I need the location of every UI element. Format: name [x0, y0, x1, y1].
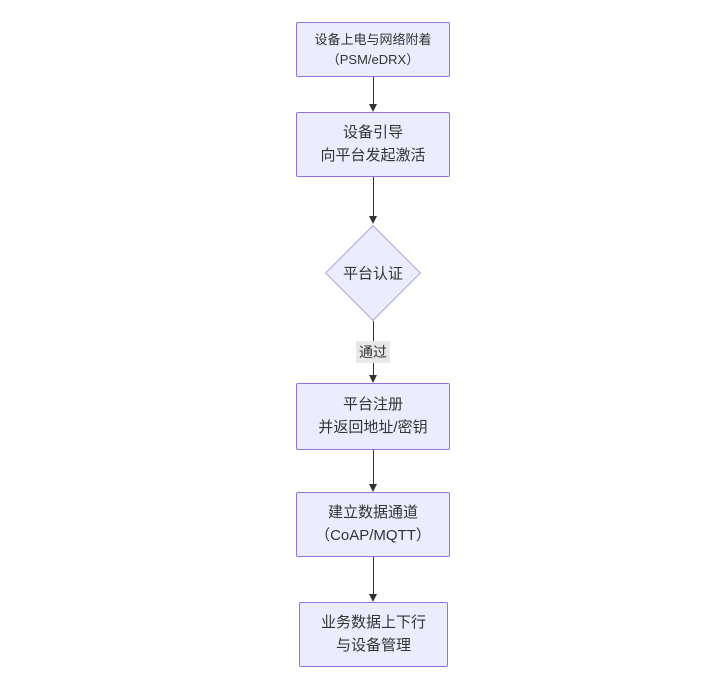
node-text-line: 建立数据通道 — [327, 504, 418, 521]
arrowhead-icon — [368, 216, 377, 224]
node-text-line: 平台注册 — [342, 396, 403, 413]
node-text-line: 并返回地址/密钥 — [318, 418, 428, 436]
decision-platform-auth: 平台认证 — [323, 224, 423, 321]
node-text-line: （CoAP/MQTT） — [315, 526, 431, 544]
node-text-line: （PSM/eDRX） — [326, 51, 420, 67]
arrowhead-icon — [368, 594, 377, 602]
edge-label-pass: 通过 — [356, 341, 390, 363]
node-power-network-attach: 设备上电与网络附着 （PSM/eDRX） — [296, 22, 450, 77]
node-platform-register: 平台注册 并返回地址/密钥 — [296, 383, 450, 450]
node-text-line: 业务数据上下行 — [320, 614, 426, 631]
node-text-line: 平台认证 — [342, 265, 404, 282]
edge-line — [372, 557, 374, 595]
node-text-line: 与设备管理 — [335, 636, 411, 654]
node-text-line: 设备上电与网络附着 — [314, 32, 432, 47]
edge-line — [372, 177, 374, 217]
arrowhead-icon — [368, 375, 377, 383]
edge-line — [372, 450, 374, 485]
node-data-channel: 建立数据通道 （CoAP/MQTT） — [296, 492, 450, 557]
node-device-bootstrap: 设备引导 向平台发起激活 — [296, 112, 450, 177]
arrowhead-icon — [368, 104, 377, 112]
edge-line — [372, 77, 374, 105]
node-text-line: 向平台发起激活 — [320, 146, 426, 164]
node-text-line: 设备引导 — [342, 124, 403, 141]
node-business-data-mgmt: 业务数据上下行 与设备管理 — [299, 602, 448, 667]
arrowhead-icon — [368, 484, 377, 492]
